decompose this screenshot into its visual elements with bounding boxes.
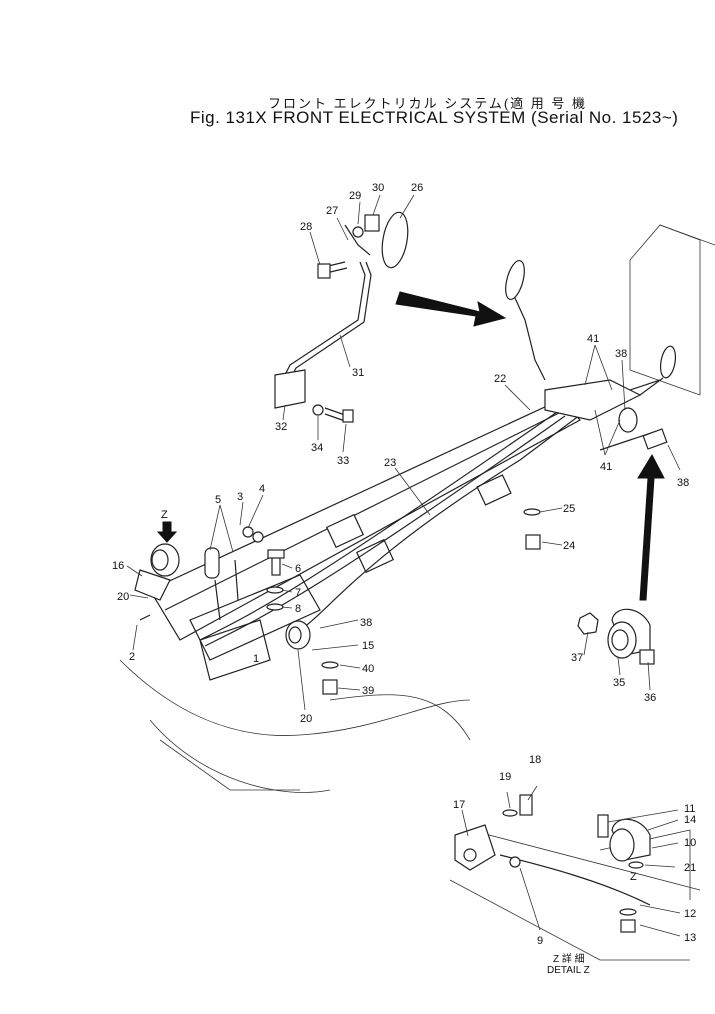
title-japanese: フロント エレクトリカル システム(適 用 号 機 xyxy=(268,96,587,111)
callout-3: 3 xyxy=(237,491,243,503)
callout-27: 27 xyxy=(326,205,338,217)
fasteners xyxy=(266,508,541,695)
pointer-arrows xyxy=(156,291,665,601)
callout-38-mid: 38 xyxy=(360,617,372,629)
callout-19: 19 xyxy=(499,771,511,783)
callout-23: 23 xyxy=(384,457,396,469)
callout-22: 22 xyxy=(494,373,506,385)
callout-20-bottom: 20 xyxy=(300,713,312,725)
callout-17: 17 xyxy=(453,799,465,811)
spare-lamp-35 xyxy=(577,608,655,665)
callout-33: 33 xyxy=(337,455,349,467)
callout-28: 28 xyxy=(300,221,312,233)
mirror-assembly xyxy=(274,211,409,423)
callout-18: 18 xyxy=(529,754,541,766)
callout-21: 21 xyxy=(684,862,696,874)
callout-12: 12 xyxy=(684,908,696,920)
callout-13: 13 xyxy=(684,932,696,944)
callout-37: 37 xyxy=(571,652,583,664)
callout-7: 7 xyxy=(295,587,301,599)
callout-36: 36 xyxy=(644,692,656,704)
callout-8: 8 xyxy=(295,603,301,615)
detail-caption: DETAIL Z xyxy=(547,965,590,976)
callout-5: 5 xyxy=(215,494,221,506)
callout-z-marker: Z xyxy=(161,509,168,521)
leader-lines xyxy=(126,194,681,937)
callout-24: 24 xyxy=(563,540,575,552)
left-lamp-assembly xyxy=(134,526,311,650)
right-mirror-and-lamps xyxy=(505,259,677,451)
detail-z-caption: Z 詳 細 DETAIL Z xyxy=(547,952,590,976)
callout-26: 26 xyxy=(411,182,423,194)
callout-2: 2 xyxy=(129,651,135,663)
callout-9: 9 xyxy=(537,935,543,947)
callout-30: 30 xyxy=(372,182,384,194)
callout-11: 11 xyxy=(684,803,695,815)
callout-25: 25 xyxy=(563,503,575,515)
callout-38-far-right: 38 xyxy=(677,477,689,489)
callout-10: 10 xyxy=(684,837,696,849)
callout-16: 16 xyxy=(112,560,124,572)
callout-z-small: Z xyxy=(630,871,637,883)
callout-29: 29 xyxy=(349,190,361,202)
callout-1: 1 xyxy=(253,653,259,665)
callout-41-top: 41 xyxy=(587,333,599,345)
callout-39: 39 xyxy=(362,685,374,697)
callout-35: 35 xyxy=(613,677,625,689)
front-frame-bar xyxy=(149,399,581,681)
callout-41-bottom: 41 xyxy=(600,461,612,473)
callout-40: 40 xyxy=(362,663,374,675)
callout-6: 6 xyxy=(295,563,301,575)
detail-caption-japanese: Z 詳 細 xyxy=(553,952,585,965)
callout-31: 31 xyxy=(352,367,364,379)
callout-labels: 26 30 29 27 28 31 32 34 33 22 41 38 41 3… xyxy=(112,182,696,947)
callout-38-right: 38 xyxy=(615,348,627,360)
callout-20-left: 20 xyxy=(117,591,129,603)
callout-34: 34 xyxy=(311,442,323,454)
figure-title: Fig. 131X FRONT ELECTRICAL SYSTEM (Seria… xyxy=(190,108,679,127)
callout-15: 15 xyxy=(362,640,374,652)
detail-z-view xyxy=(454,794,651,933)
callout-32: 32 xyxy=(275,421,287,433)
callout-14: 14 xyxy=(684,814,696,826)
callout-4: 4 xyxy=(259,483,265,495)
